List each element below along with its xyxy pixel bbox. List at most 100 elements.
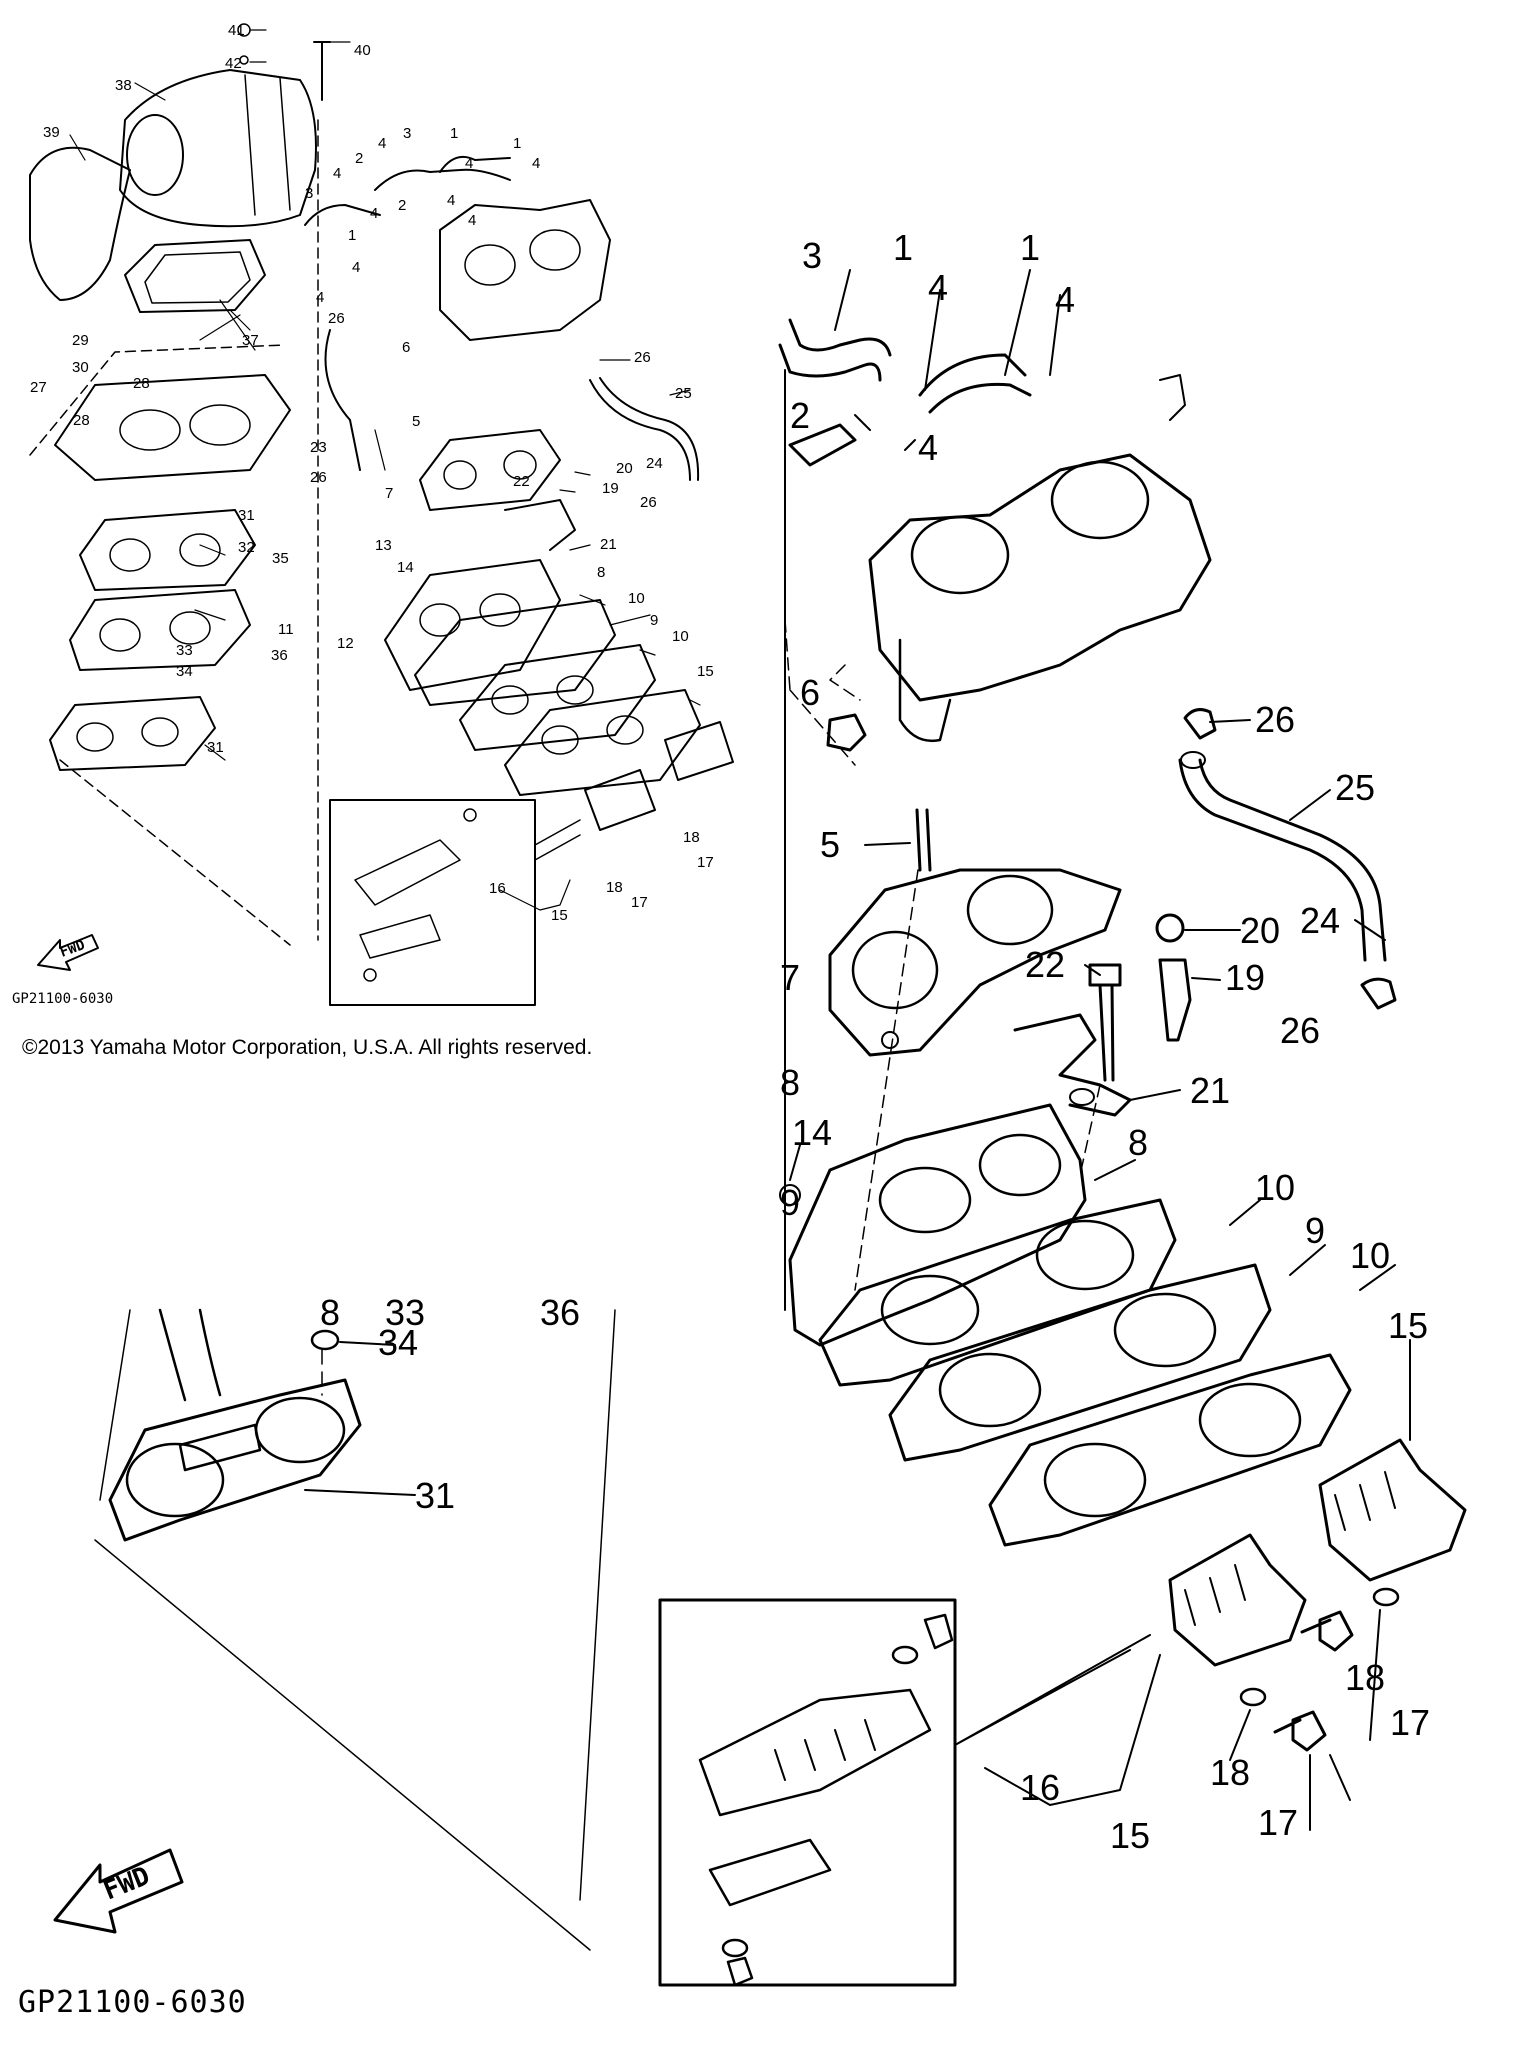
- callout: 25: [675, 385, 692, 402]
- svg-text:33: 33: [385, 1292, 425, 1333]
- callout: 4: [928, 267, 948, 308]
- fwd-arrow-icon: FWD: [37, 934, 99, 971]
- callout: 14: [792, 1112, 832, 1153]
- callout: 41: [228, 22, 245, 39]
- callout: 4: [447, 192, 455, 209]
- callout: 31: [238, 507, 255, 524]
- callout: 4: [465, 155, 473, 172]
- callout: 10: [628, 590, 645, 607]
- callout: 2: [790, 395, 810, 436]
- callout: 8: [1128, 1122, 1148, 1163]
- callout: 17: [1390, 1702, 1430, 1743]
- callout: 19: [1225, 957, 1265, 998]
- callout: 1: [893, 227, 913, 268]
- callout: 10: [672, 628, 689, 645]
- callout: 42: [225, 55, 242, 72]
- callout: 5: [412, 413, 420, 430]
- callout: 26: [634, 349, 651, 366]
- callout: 24: [1300, 900, 1340, 941]
- callout: 8: [597, 564, 605, 581]
- callout: 18: [1345, 1657, 1385, 1698]
- callout: 37: [242, 332, 259, 349]
- callout: 15: [1388, 1305, 1428, 1346]
- callout: 21: [600, 536, 617, 553]
- callout: 4: [352, 259, 360, 276]
- callout: 15: [697, 663, 714, 680]
- callout: 4: [316, 289, 324, 306]
- callout: 3: [403, 125, 411, 142]
- callout: 18: [683, 829, 700, 846]
- callout: 7: [385, 485, 393, 502]
- callout: 1: [348, 227, 356, 244]
- callout: 32: [238, 539, 255, 556]
- callout: 40: [354, 42, 371, 59]
- callout: 23: [310, 439, 327, 456]
- callout: 25: [1335, 767, 1375, 808]
- callout: 30: [72, 359, 89, 376]
- callout: 12: [337, 635, 354, 652]
- callout: 15: [551, 907, 568, 924]
- detail-callouts: 3 1 4 1 4 2 4 6 26 25 5 20 24 22 19 26 2…: [378, 227, 1430, 1856]
- callout: 3: [802, 235, 822, 276]
- callout: 39: [43, 124, 60, 141]
- callout: 18: [1210, 1752, 1250, 1793]
- svg-text:8: 8: [780, 1062, 800, 1103]
- callout: 5: [820, 824, 840, 865]
- callout: 17: [631, 894, 648, 911]
- callout: 36: [271, 647, 288, 664]
- callout: 4: [370, 205, 378, 222]
- callout: 24: [646, 455, 663, 472]
- callout: 26: [328, 310, 345, 327]
- fwd-label-large: FWD: [99, 1861, 154, 1906]
- callout: 3: [305, 185, 313, 202]
- fwd-label-small: FWD: [58, 937, 87, 961]
- callout: 28: [73, 412, 90, 429]
- callout: 4: [918, 427, 938, 468]
- copyright-notice: ©2013 Yamaha Motor Corporation, U.S.A. A…: [22, 1036, 593, 1059]
- callout: 29: [72, 332, 89, 349]
- callout: 17: [697, 854, 714, 871]
- callout: 20: [616, 460, 633, 477]
- callout: 17: [1258, 1802, 1298, 1843]
- callout: 33: [176, 642, 193, 659]
- callout: 26: [310, 469, 327, 486]
- callout: 9: [650, 612, 658, 629]
- callout: 15: [1110, 1815, 1150, 1856]
- callout: 14: [397, 559, 414, 576]
- callout: 11: [278, 621, 294, 638]
- callout: 26: [640, 494, 657, 511]
- diagram-code-large: GP21100-6030: [18, 1985, 247, 2020]
- callout: 22: [1025, 944, 1065, 985]
- callout: 4: [468, 212, 476, 229]
- callout: 4: [378, 135, 386, 152]
- callout: 16: [489, 880, 506, 897]
- callout: 1: [513, 135, 521, 152]
- callout: 1: [1020, 227, 1040, 268]
- callout: 22: [513, 473, 530, 490]
- callout: 31: [207, 739, 224, 756]
- callout: 13: [375, 537, 392, 554]
- svg-text:36: 36: [540, 1292, 580, 1333]
- callout: 31: [415, 1475, 455, 1516]
- overview-drawing: [29, 23, 734, 1006]
- callout: 26: [1255, 699, 1295, 740]
- callout: 27: [30, 379, 47, 396]
- callout: 4: [333, 165, 341, 182]
- svg-text:8: 8: [320, 1292, 340, 1333]
- callout: 10: [1255, 1167, 1295, 1208]
- fwd-arrow-large-icon: FWD: [53, 1848, 184, 1934]
- callout: 16: [1020, 1767, 1060, 1808]
- callout: 34: [378, 1322, 418, 1363]
- callout: 10: [1350, 1235, 1390, 1276]
- callout: 26: [1280, 1010, 1320, 1051]
- callout: 2: [355, 150, 363, 167]
- callout: 9: [1305, 1210, 1325, 1251]
- callout: 20: [1240, 910, 1280, 951]
- svg-text:7: 7: [780, 957, 800, 998]
- callout: 19: [602, 480, 619, 497]
- detail-drawing: 7 8 9 8 33 36: [94, 269, 1467, 1987]
- callout: 2: [398, 197, 406, 214]
- callout: 21: [1190, 1070, 1230, 1111]
- svg-text:9: 9: [780, 1182, 800, 1223]
